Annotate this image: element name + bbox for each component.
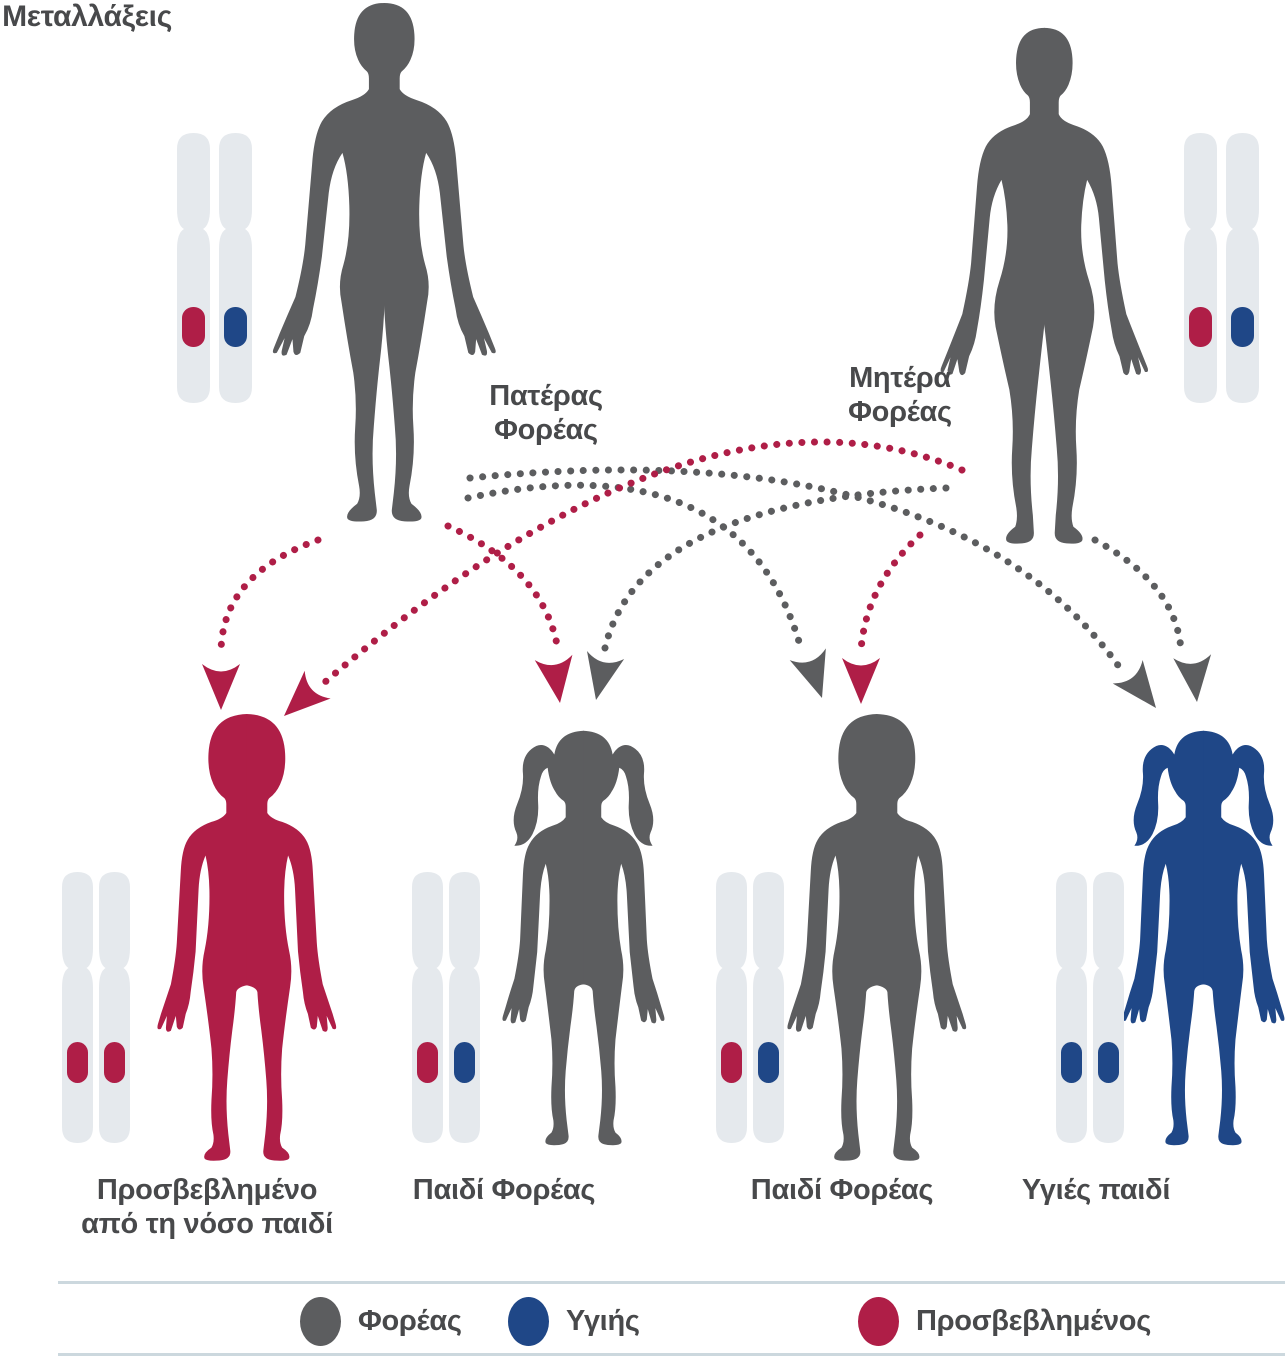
carrier-color-dot: [300, 1296, 341, 1346]
chromatid: [62, 872, 93, 1143]
mutated-allele-band: [721, 1042, 742, 1083]
child-4-label: Υγιές παιδί: [926, 1174, 1266, 1208]
arrowhead-mother-to-child-4: [1173, 654, 1216, 704]
arrow-mother-to-child-1: [321, 438, 966, 686]
legend-label-affected: Προσβεβλημένος: [916, 1304, 1151, 1337]
child-2-figure-carrier: [502, 731, 664, 1145]
legend-item-healthy: Υγιής: [508, 1296, 640, 1346]
mutated-allele-band: [104, 1042, 125, 1083]
chromatid: [219, 133, 252, 403]
father-label: Πατέρας Φορέας: [436, 380, 656, 447]
child-3-chromosome-pair: [716, 872, 784, 1143]
chromatid: [99, 872, 130, 1143]
normal-allele-band: [758, 1042, 779, 1083]
chromatid: [1056, 872, 1087, 1143]
normal-allele-band: [1061, 1042, 1082, 1083]
child-3-label: Παιδί Φορέας: [672, 1174, 1012, 1208]
child-4-label-line1: Υγιές παιδί: [1021, 1174, 1171, 1206]
child-3-figure-carrier: [787, 714, 966, 1161]
child-1-label: Προσβεβλημένο από τη νόσο παιδί: [37, 1174, 377, 1241]
legend-label-healthy: Υγιής: [566, 1304, 640, 1337]
mutated-allele-band: [417, 1042, 438, 1083]
arrow-father-to-child-1: [217, 536, 322, 659]
child-2-label-line1: Παιδί Φορέας: [412, 1174, 596, 1206]
arrow-mother-to-child-2: [601, 484, 950, 652]
arrowhead-mother-to-child-2: [577, 651, 625, 704]
arrowhead-father-to-child-1: [202, 664, 240, 710]
mutations-label: Μεταλλάξεις: [2, 0, 172, 33]
arrowhead-father-to-child-2: [534, 654, 579, 706]
father-label-line1: Πατέρας: [489, 380, 603, 412]
child-1-label-line2: από τη νόσο παιδί: [81, 1207, 333, 1240]
father-chromosome-pair: [177, 133, 252, 403]
arrow-mother-to-child-4: [1091, 536, 1185, 654]
arrow-father-to-child-3: [464, 481, 804, 649]
mother-label-line2: Φορέας: [848, 395, 952, 428]
legend-divider-bottom: [58, 1353, 1285, 1356]
normal-allele-band: [454, 1042, 475, 1083]
inheritance-arrows: [202, 438, 1216, 730]
child-1-figure-affected: [157, 714, 336, 1161]
child-1-chromosome-pair: [62, 872, 130, 1143]
child-2-label: Παιδί Φορέας: [334, 1174, 674, 1208]
child-2-chromosome-pair: [412, 872, 480, 1143]
chromatid: [449, 872, 480, 1143]
legend-item-affected: Προσβεβλημένος: [858, 1296, 1151, 1346]
arrowhead-mother-to-child-1: [271, 670, 331, 730]
child-4-chromosome-pair: [1056, 872, 1124, 1143]
chromatid: [1184, 133, 1217, 403]
chromatid: [1093, 872, 1124, 1143]
normal-allele-band: [1231, 307, 1254, 347]
chromatid: [716, 872, 747, 1143]
father-label-line2: Φορέας: [494, 413, 598, 446]
legend-divider-top: [58, 1281, 1285, 1284]
arrow-father-to-child-4: [466, 466, 1124, 672]
affected-color-dot: [858, 1296, 899, 1346]
mother-label: Μητέρα Φορέας: [790, 362, 1010, 429]
arrow-mother-to-child-3: [857, 531, 924, 654]
arrowhead-father-to-child-4: [1112, 660, 1171, 720]
legend-item-carrier: Φορέας: [300, 1296, 462, 1346]
mother-label-line1: Μητέρα: [849, 362, 951, 394]
normal-allele-band: [224, 307, 247, 347]
mother-chromosome-pair: [1184, 133, 1259, 403]
child-4-figure-healthy: [1122, 731, 1284, 1145]
chromatid: [412, 872, 443, 1143]
mutated-allele-band: [1189, 307, 1212, 347]
normal-allele-band: [1098, 1042, 1119, 1083]
child-3-label-line1: Παιδί Φορέας: [750, 1174, 934, 1206]
arrowhead-mother-to-child-3: [842, 658, 880, 704]
healthy-color-dot: [508, 1296, 549, 1346]
mother-figure: [941, 28, 1148, 544]
arrowhead-father-to-child-3: [789, 648, 841, 704]
child-1-label-line1: Προσβεβλημένο: [96, 1174, 318, 1206]
mutated-allele-band: [182, 307, 205, 347]
chromatid: [177, 133, 210, 403]
chromatid: [753, 872, 784, 1143]
legend-label-carrier: Φορέας: [358, 1304, 462, 1337]
arrow-father-to-child-2: [444, 522, 562, 654]
mutated-allele-band: [67, 1042, 88, 1083]
chromatid: [1226, 133, 1259, 403]
